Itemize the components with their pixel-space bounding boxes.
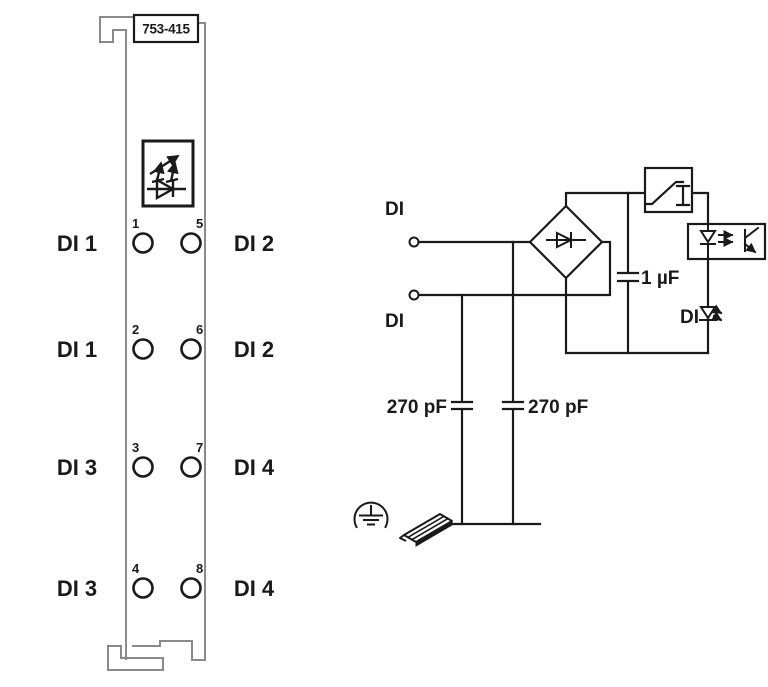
- capacitor-icon: [450, 400, 474, 411]
- contact-point: [132, 338, 154, 360]
- input-top-label: DI: [385, 199, 404, 220]
- bridge-rectifier-icon: [528, 204, 604, 280]
- connection-rows: DI 1 1 5 DI 2 DI 1 2 6 DI 2 DI 3 3: [57, 216, 275, 601]
- wires: [417, 191, 710, 526]
- led-icon: [699, 304, 723, 322]
- left-channel-label: DI 1: [57, 231, 97, 256]
- contact-point: [180, 577, 202, 599]
- part-number-box: 753-415: [132, 13, 200, 44]
- status-led-arrows-icon: [149, 154, 180, 184]
- cap-left-label: 270 pF: [387, 397, 447, 418]
- connection-row: DI 1 1 5 DI 2: [57, 216, 274, 256]
- circuit-diagram: DI DI: [353, 166, 767, 547]
- left-channel-label: DI 3: [57, 455, 97, 480]
- contact-point: [132, 232, 154, 254]
- terminal-icon: [408, 289, 420, 301]
- contact-point: [132, 456, 154, 478]
- din-rail-icon: [399, 513, 453, 547]
- smoothing-cap-label: 1 µF: [641, 268, 679, 289]
- module-right-edge: [197, 22, 206, 661]
- status-led-box: [141, 139, 195, 208]
- pin-number: 7: [196, 440, 203, 455]
- input-bottom-label: DI: [385, 311, 404, 332]
- module-outline: [99, 16, 206, 671]
- contact-point: [180, 456, 202, 478]
- pin-number: 3: [132, 440, 139, 455]
- connection-row: DI 1 2 6 DI 2: [57, 322, 274, 362]
- part-number-label: 753-415: [142, 22, 190, 37]
- diode-icon: [147, 177, 186, 201]
- pin-number: 5: [196, 216, 203, 231]
- pin-number: 8: [196, 561, 203, 576]
- pin-number: 1: [132, 216, 139, 231]
- pin-number: 4: [132, 561, 140, 576]
- right-channel-label: DI 4: [234, 576, 275, 601]
- connection-row: DI 3 4 8 DI 4: [57, 561, 275, 601]
- terminal-icon: [408, 236, 420, 248]
- pin-number: 6: [196, 322, 203, 337]
- left-channel-label: DI 1: [57, 337, 97, 362]
- right-channel-label: DI 2: [234, 337, 274, 362]
- led-label: DI: [680, 307, 699, 328]
- module-left-edge: [99, 16, 127, 660]
- optocoupler-icon: [686, 222, 767, 261]
- contact-point: [180, 338, 202, 360]
- current-limiter-icon: [643, 166, 694, 214]
- din-rail-foot: [107, 640, 206, 671]
- capacitor-icon: [616, 271, 640, 283]
- io-module: 753-415 DI 1 1: [57, 13, 275, 671]
- cap-right-label: 270 pF: [528, 397, 588, 418]
- connection-row: DI 3 3 7 DI 4: [57, 440, 275, 480]
- earth-ground-icon: [353, 501, 389, 529]
- right-channel-label: DI 2: [234, 231, 274, 256]
- capacitor-icon: [501, 400, 525, 411]
- left-channel-label: DI 3: [57, 576, 97, 601]
- right-channel-label: DI 4: [234, 455, 275, 480]
- contact-point: [132, 577, 154, 599]
- contact-point: [180, 232, 202, 254]
- pin-number: 2: [132, 322, 139, 337]
